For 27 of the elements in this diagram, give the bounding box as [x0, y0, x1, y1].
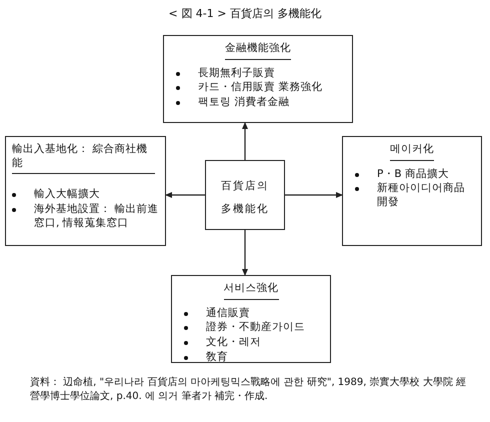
arrow [165, 192, 205, 198]
bullet-item: 證券・不動産가이드 [206, 321, 305, 334]
bullet-item: 新種아이디어商品開發 [377, 182, 465, 208]
topic-box [342, 136, 482, 246]
arrow [242, 122, 248, 160]
arrow [285, 192, 343, 198]
bullet-item: 敎育 [206, 350, 228, 363]
source-note: 資料： 辺命植, "우리나라 百貨店의 마아케팅믹스戰略에 관한 研究", 1989, 崇實大學校 大學院 經營學博士學位論文, p.40. 에 의거 筆者가 補完・作成. [30, 376, 467, 404]
topic-box [171, 275, 331, 363]
arrow [242, 230, 248, 276]
center-text: 百貨店의 多機能化 [220, 179, 270, 218]
bullet-item: 輸入大幅擴大 [34, 188, 100, 200]
box-heading: 輸出入基地化： 綜合商社機能 [12, 143, 156, 174]
topic-box [5, 136, 166, 246]
figure-title: < 図 4-1 > 百貨店의 多機能化 [168, 6, 322, 21]
topic-box [163, 35, 353, 123]
bullet-item: 文化・레저 [206, 336, 261, 348]
bullet-item: 通信販賣 [206, 306, 250, 319]
box-heading: 金融機能強化 [225, 42, 291, 60]
bullet-item: 長期無利子販賣 [198, 66, 275, 79]
box-heading: 서비스強化 [224, 282, 278, 300]
box-heading: 메이커化 [390, 143, 434, 161]
bullet-item: 海外基地設置： 輸出前進窓口, 情報蒐集窓口 [34, 202, 158, 229]
center-box [205, 160, 285, 230]
bullet-item: 팩토링 消費者金融 [198, 96, 290, 108]
bullet-item: P・B 商品擴大 [377, 168, 449, 180]
bullet-item: 카드・信用販賣 業務強化 [198, 81, 322, 94]
